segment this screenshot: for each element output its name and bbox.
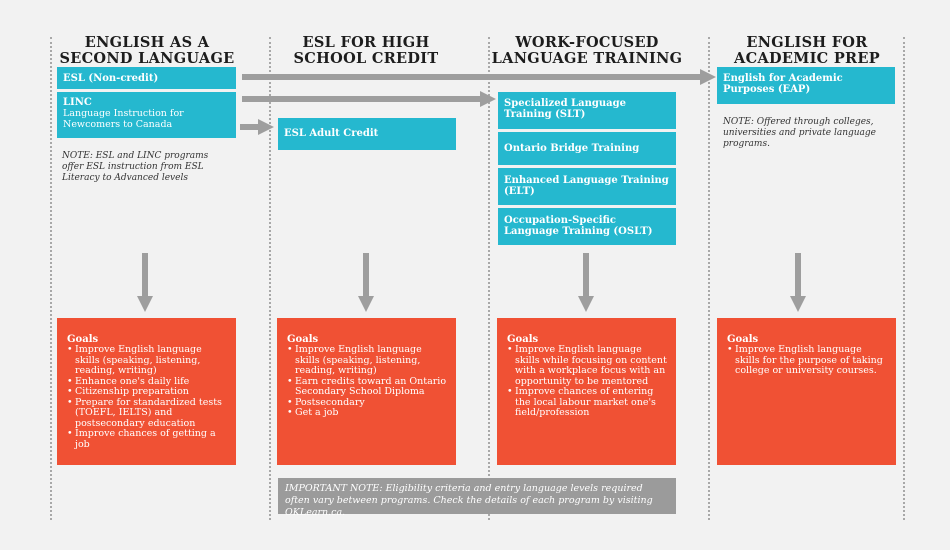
arrow-down-col1 [142,253,148,298]
program-esl-non-credit: ESL (Non-credit) [57,67,236,89]
arrow-esl-to-eap [242,74,702,80]
goal-item: Enhance one's daily life [67,376,228,388]
goal-item: Improve English language skills while fo… [507,344,668,387]
column-divider [903,37,905,520]
arrow-down-col1-head [137,296,153,312]
goal-item: Earn credits toward an Ontario Secondary… [287,376,448,398]
program-slt: Specialized Language Training (SLT) [498,92,676,129]
program-esl-adult-credit: ESL Adult Credit [278,118,456,150]
arrow-esl-to-eap-head [700,69,716,85]
program-elt: Enhanced Language Training (ELT) [498,168,676,205]
goal-item: Prepare for standardized tests (TOEFL, I… [67,397,228,430]
goal-item: Postsecondary [287,397,448,409]
goals-box-work-focused: Goals Improve English language skills wh… [497,318,676,465]
goal-item: Improve English language skills (speakin… [287,344,448,377]
goal-item: Improve English language skills for the … [727,344,888,377]
note-eap: NOTE: Offered through colleges, universi… [723,117,877,149]
goal-item: Citizenship preparation [67,386,228,398]
arrow-down-col2-head [358,296,374,312]
goal-item: Get a job [287,407,448,419]
goals-box-academic-prep: Goals Improve English language skills fo… [717,318,896,465]
arrow-down-col4 [795,253,801,298]
arrow-down-col4-head [790,296,806,312]
goal-item: Improve chances of entering the local la… [507,386,668,419]
arrow-linc-to-adult-credit-head [258,119,274,135]
arrow-linc-to-adult-credit [240,124,260,130]
program-oslt: Occupation-Specific Language Training (O… [498,208,676,245]
arrow-linc-to-slt [242,96,482,102]
note-esl-linc: NOTE: ESL and LINC programs offer ESL in… [62,151,209,183]
goal-item: Improve English language skills (speakin… [67,344,228,377]
arrow-linc-to-slt-head [480,91,496,107]
column-divider [50,37,52,520]
column-divider [269,37,271,520]
arrow-down-col3-head [578,296,594,312]
program-ontario-bridge-training: Ontario Bridge Training [498,132,676,165]
arrow-down-col2 [363,253,369,298]
goal-item: Improve chances of getting a job [67,428,228,450]
column-divider [488,37,490,520]
program-eap: English for Academic Purposes (EAP) [717,67,895,104]
goals-box-esl: Goals Improve English language skills (s… [57,318,236,465]
program-linc: LINC Language Instruction for Newcomers … [57,92,236,138]
arrow-down-col3 [583,253,589,298]
important-note: IMPORTANT NOTE: Eligibility criteria and… [278,478,676,518]
goals-box-high-school-credit: Goals Improve English language skills (s… [277,318,456,465]
column-divider [708,37,710,520]
